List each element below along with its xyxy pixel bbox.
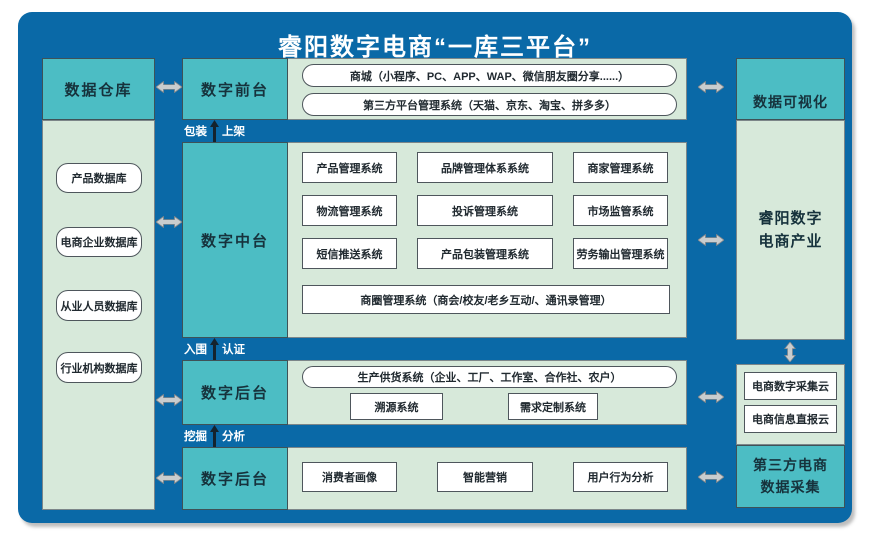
- left-right-arrow-icon: [698, 391, 724, 403]
- system-box-thirdparty-platform: 第三方平台管理系统（天猫、京东、淘宝、拼多多）: [302, 93, 677, 116]
- left-right-arrow-icon: [698, 234, 724, 246]
- system-box-label: 市场监管系统: [587, 205, 654, 218]
- system-box: 产品包装管理系统: [417, 238, 553, 269]
- flow-label-left: 挖掘: [184, 431, 207, 443]
- system-box-label: 智能营销: [463, 472, 507, 484]
- up-arrow-icon: [210, 338, 219, 360]
- flow-label-right: 认证: [222, 344, 245, 356]
- database-item: 电商企业数据库: [56, 227, 142, 257]
- database-item: 产品数据库: [56, 163, 142, 193]
- database-item-label: 电商企业数据库: [60, 237, 138, 249]
- system-box: 品牌管理体系系统: [417, 152, 553, 183]
- system-box: 市场监管系统: [573, 195, 668, 226]
- system-box-business-circle: 商圈管理系统（商会/校友/老乡互动/、通讯录管理）: [302, 285, 670, 314]
- up-arrow-icon: [210, 120, 219, 142]
- shortlist-certify-label: 入围 认证: [184, 338, 245, 360]
- system-box: 劳务输出管理系统: [573, 238, 668, 269]
- system-box-supply: 生产供货系统（企业、工厂、工作室、合作社、农户）: [302, 366, 677, 388]
- industry-label: 睿阳数字 电商产业: [758, 209, 823, 250]
- cloud-item-label: 电商信息直报云: [752, 414, 829, 426]
- database-item-label: 从业人员数据库: [60, 300, 138, 313]
- system-box: 消费者画像: [302, 462, 397, 492]
- system-box-label: 商城（小程序、PC、APP、WAP、微信朋友圈分享......）: [349, 70, 630, 83]
- diagram-panel: 睿阳数字电商“一库三平台” 数据仓库 产品数据库 电商企业数据库 从业人员数据库…: [18, 12, 852, 523]
- left-right-arrow-icon: [698, 471, 724, 483]
- data-warehouse-label: 数据仓库: [64, 81, 133, 99]
- system-box: 商家管理系统: [573, 152, 668, 183]
- system-box: 溯源系统: [350, 393, 443, 420]
- third-party-collection-label: 第三方电商 数据采集: [753, 456, 828, 495]
- middle-stage-header: 数字中台: [182, 142, 288, 338]
- system-box-label: 商家管理系统: [587, 162, 654, 175]
- system-box-mall: 商城（小程序、PC、APP、WAP、微信朋友圈分享......）: [302, 64, 677, 87]
- system-box-label: 物流管理系统: [316, 205, 383, 218]
- data-visualization-label: 数据可视化: [753, 94, 828, 110]
- system-box: 投诉管理系统: [417, 195, 553, 226]
- left-right-arrow-icon: [156, 81, 182, 93]
- system-box-label: 用户行为分析: [587, 472, 654, 484]
- analytics-stage-label: 数字后台: [200, 471, 269, 488]
- system-box-label: 消费者画像: [322, 472, 377, 484]
- system-box-label: 需求定制系统: [520, 401, 586, 414]
- flow-label-right: 上架: [222, 126, 245, 138]
- system-box: 需求定制系统: [508, 393, 598, 420]
- database-item-label: 行业机构数据库: [60, 362, 138, 375]
- system-box-label: 生产供货系统（企业、工厂、工作室、合作社、农户）: [357, 372, 622, 384]
- up-arrow-icon: [210, 425, 219, 447]
- system-box: 短信推送系统: [302, 238, 397, 269]
- flow-label-left: 包装: [184, 126, 207, 138]
- cloud-item: 电商数字采集云: [744, 372, 837, 400]
- system-box: 智能营销: [437, 462, 533, 492]
- flow-label-right: 分析: [222, 431, 245, 443]
- analytics-stage-header: 数字后台: [182, 447, 288, 510]
- system-box: 产品管理系统: [302, 152, 397, 183]
- database-item: 从业人员数据库: [56, 290, 142, 321]
- system-box-label: 品牌管理体系系统: [441, 162, 529, 175]
- system-box-label: 短信推送系统: [316, 248, 383, 261]
- front-stage-label: 数字前台: [200, 81, 269, 99]
- middle-stage-label: 数字中台: [200, 232, 269, 250]
- up-down-arrow-icon: [784, 342, 796, 362]
- database-item-label: 产品数据库: [71, 173, 127, 185]
- left-right-arrow-icon: [156, 216, 182, 228]
- flow-label-left: 入围: [184, 344, 207, 356]
- left-right-arrow-icon: [698, 81, 724, 93]
- database-item: 行业机构数据库: [56, 352, 142, 383]
- mine-analyze-label: 挖掘 分析: [184, 425, 245, 447]
- data-visualization-header: 数据可视化: [736, 58, 845, 120]
- data-warehouse-header: 数据仓库: [42, 58, 155, 120]
- system-box-label: 投诉管理系统: [452, 205, 518, 218]
- cloud-item-label: 电商数字采集云: [752, 381, 829, 393]
- cloud-item: 电商信息直报云: [744, 405, 837, 433]
- third-party-collection-box: 第三方电商 数据采集: [736, 445, 845, 508]
- back-stage-header: 数字后台: [182, 360, 288, 425]
- front-stage-header: 数字前台: [182, 58, 288, 120]
- left-right-arrow-icon: [156, 472, 182, 484]
- system-box-label: 产品包装管理系统: [441, 248, 529, 261]
- diagram-title: 睿阳数字电商“一库三平台”: [278, 34, 592, 61]
- system-box-label: 溯源系统: [374, 401, 419, 414]
- system-box-label: 商圈管理系统（商会/校友/老乡互动/、通讯录管理）: [360, 294, 612, 307]
- system-box: 用户行为分析: [573, 462, 668, 492]
- left-right-arrow-icon: [156, 394, 182, 406]
- pack-shelf-label: 包装 上架: [184, 120, 245, 142]
- system-box-label: 劳务输出管理系统: [576, 248, 665, 261]
- system-box-label: 产品管理系统: [316, 162, 383, 175]
- back-stage-label: 数字后台: [200, 385, 269, 402]
- system-box: 物流管理系统: [302, 195, 397, 226]
- system-box-label: 第三方平台管理系统（天猫、京东、淘宝、拼多多）: [363, 99, 616, 112]
- industry-body: 睿阳数字 电商产业: [736, 120, 845, 340]
